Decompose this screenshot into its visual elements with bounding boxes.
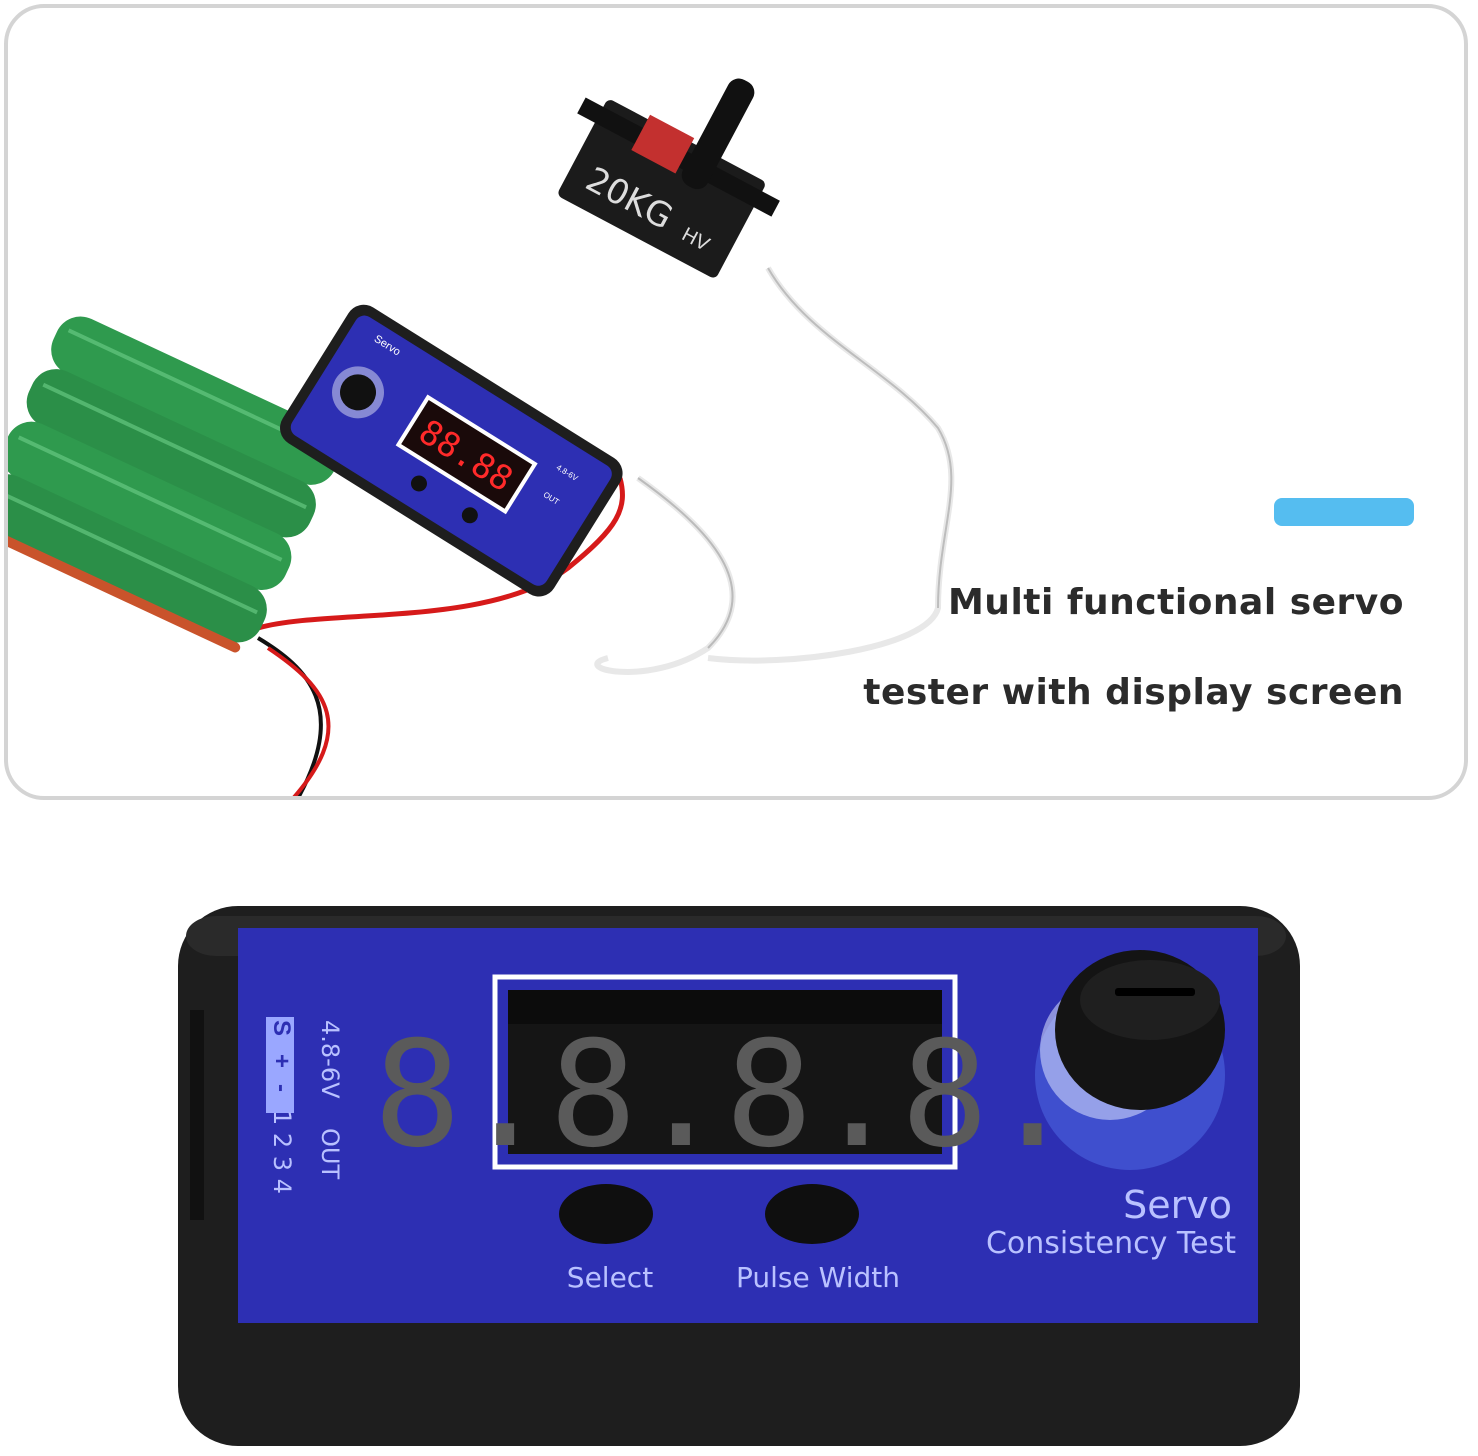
accent-bar bbox=[1274, 498, 1414, 526]
device-title: Servo bbox=[1123, 1183, 1232, 1227]
caption-line-1: Multi functional servo bbox=[947, 582, 1404, 623]
pin-s-label: S bbox=[268, 1020, 295, 1036]
servo-tester-closeup: 8.8.8.8. Select Pulse Width Servo Consis… bbox=[178, 906, 1300, 1446]
display-digits: 8.8.8.8. bbox=[373, 1010, 1076, 1180]
display-frame bbox=[492, 974, 958, 1170]
voltage-label: 4.8-6V bbox=[316, 1020, 344, 1099]
servo-cable bbox=[707, 266, 955, 664]
out-label: OUT bbox=[316, 1128, 344, 1179]
select-label: Select bbox=[567, 1261, 653, 1294]
red-wire bbox=[257, 477, 625, 631]
pins-label: 1 2 3 4 bbox=[268, 1110, 296, 1194]
top-image-card: 88.88 Servo 4.8-6V OUT 20KG HV Multi fun… bbox=[4, 4, 1468, 800]
servo-motor: 20KG HV bbox=[558, 78, 780, 278]
black-wire bbox=[256, 636, 323, 796]
red-lead bbox=[266, 646, 331, 796]
caption-line-2: tester with display screen bbox=[863, 672, 1404, 713]
pulse-width-label: Pulse Width bbox=[736, 1261, 900, 1294]
select-button[interactable] bbox=[559, 1184, 653, 1244]
small-tester: 88.88 Servo 4.8-6V OUT bbox=[280, 304, 623, 597]
tester-setup-photo: 88.88 Servo 4.8-6V OUT 20KG HV bbox=[8, 78, 955, 796]
pin-minus-label: - bbox=[268, 1084, 295, 1092]
device-subtitle: Consistency Test bbox=[986, 1226, 1236, 1261]
pin-plus-label: + bbox=[268, 1054, 295, 1068]
pulse-width-button[interactable] bbox=[765, 1184, 859, 1244]
battery-pack bbox=[8, 316, 341, 653]
